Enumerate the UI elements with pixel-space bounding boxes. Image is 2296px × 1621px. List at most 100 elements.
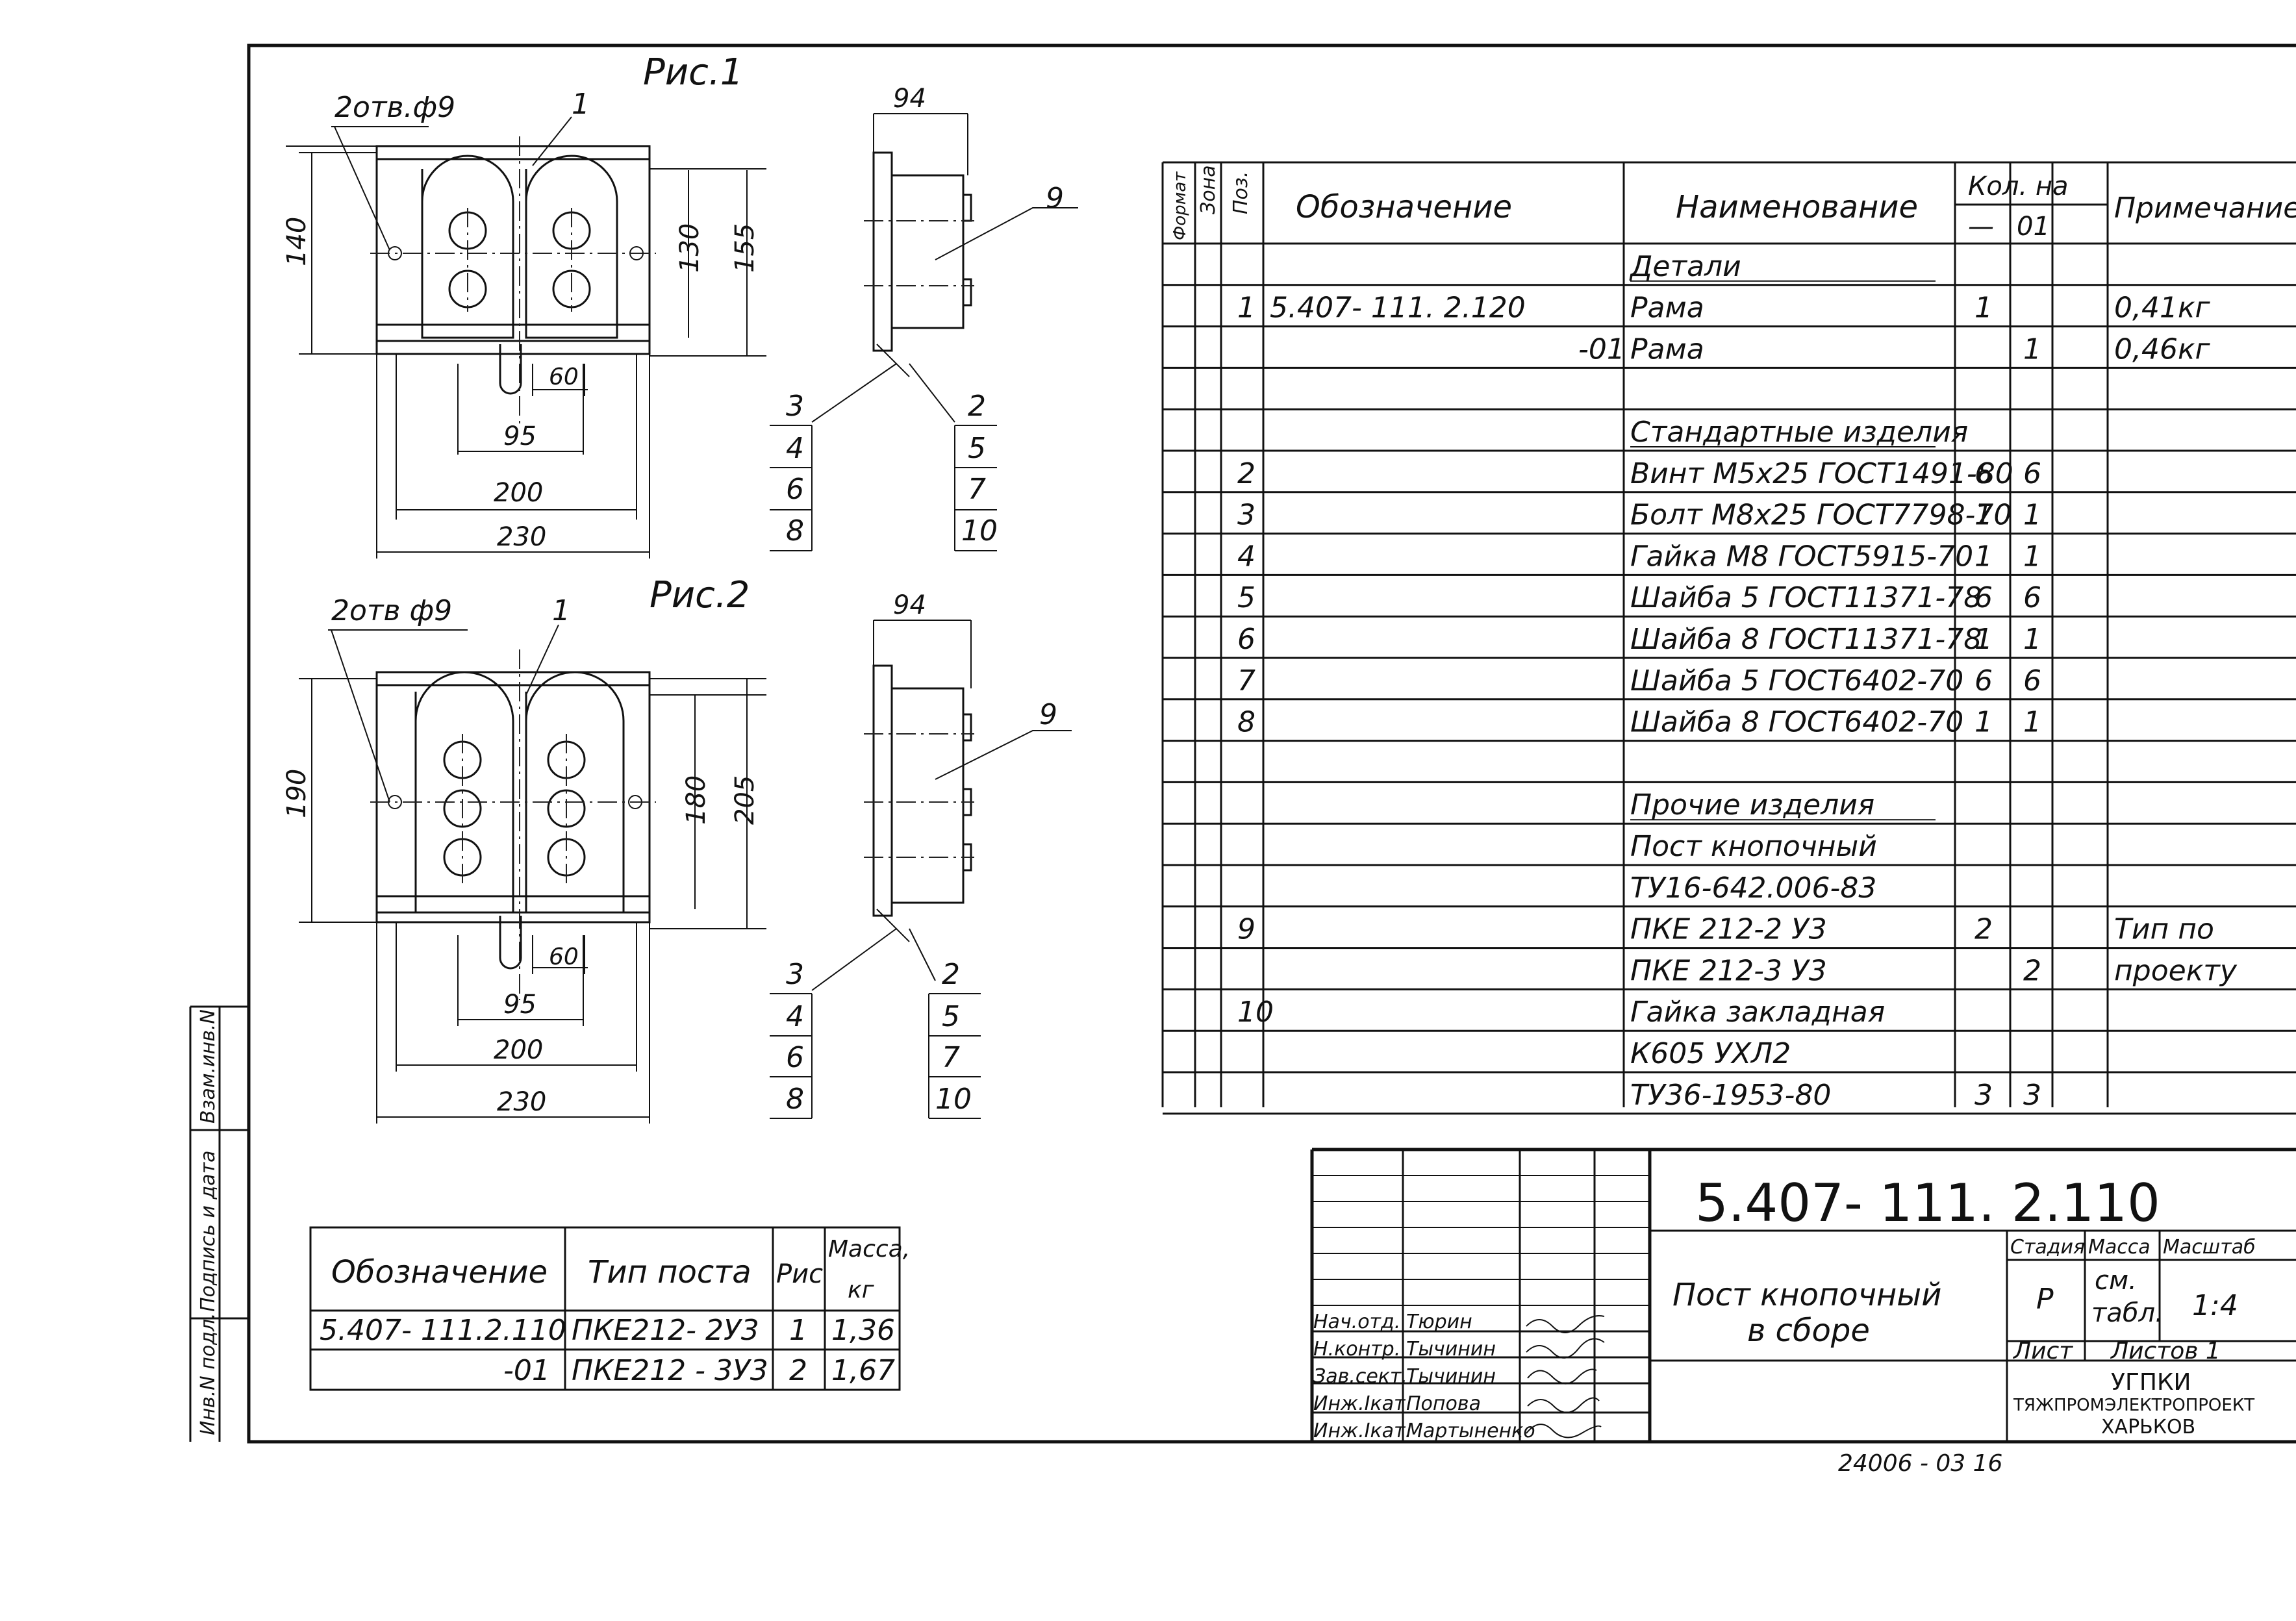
spec-row-qty-b: 6 bbox=[2023, 664, 2041, 697]
fig2-dim-94: 94 bbox=[893, 590, 926, 620]
spec-row-qty-a: 1 bbox=[1974, 623, 1993, 656]
stamp-signature-date: Подпись и дата bbox=[197, 1151, 220, 1313]
mass-h-fig: Рис bbox=[776, 1259, 823, 1289]
fig1-dim-94: 94 bbox=[893, 84, 926, 114]
fig1-dim-60: 60 bbox=[549, 364, 579, 390]
signatures bbox=[1526, 1315, 1605, 1439]
spec-h-format: Формат bbox=[1170, 171, 1190, 240]
specification-table: Формат Зона Поз. Обозначение Наименовани… bbox=[1161, 161, 2296, 1115]
fig1-pos-3: 3 bbox=[786, 390, 804, 423]
mass-r2-type: ПКЕ212 - 3У3 bbox=[572, 1354, 768, 1387]
mass-header: Масса bbox=[2088, 1236, 2151, 1259]
person-role: Н.контр. bbox=[1313, 1338, 1400, 1361]
fig2-pos-10: 10 bbox=[935, 1083, 972, 1116]
spec-row-qty-a: 1 bbox=[1974, 706, 1993, 739]
fig2-pos-7: 7 bbox=[942, 1041, 960, 1074]
spec-row-qty-a: 6 bbox=[1974, 581, 1993, 614]
spec-row-name: Рама bbox=[1630, 292, 1704, 325]
side-stamp: Инв.N подл. Подпись и дата Взам.инв.N bbox=[189, 1005, 249, 1442]
spec-row-qty-a: 3 bbox=[1974, 1079, 1993, 1112]
spec-row-name: Стандартные изделия bbox=[1630, 416, 1968, 449]
sheet-label: Лист bbox=[2012, 1338, 2073, 1364]
spec-row-pos: 10 bbox=[1237, 996, 1274, 1029]
fig2-dim-95: 95 bbox=[503, 990, 536, 1020]
spec-row-qty-b: 1 bbox=[2023, 499, 2041, 532]
mass-h-mass: Масса, bbox=[828, 1236, 910, 1263]
fig2-side-view: 94 9 3 4 6 8 2 5 7 10 bbox=[770, 590, 1072, 1119]
scale-header: Масштаб bbox=[2163, 1236, 2256, 1259]
spec-row-pos: 7 bbox=[1237, 664, 1255, 697]
spec-row-pos: 4 bbox=[1237, 540, 1255, 573]
mass-r1-fig: 1 bbox=[789, 1314, 807, 1347]
fig2-pos-1: 1 bbox=[552, 594, 570, 627]
spec-row-qty-b: 3 bbox=[2023, 1079, 2041, 1112]
org-line1: УГПКИ bbox=[2111, 1369, 2191, 1396]
spec-row-name: Шайба 8 ГОСТ6402-70 bbox=[1630, 706, 1963, 739]
spec-row-name: Гайка М8 ГОСТ5915-70 bbox=[1630, 540, 1973, 573]
mass-h-type: Тип поста bbox=[588, 1254, 751, 1290]
spec-row-pos: 1 bbox=[1237, 292, 1255, 325]
fig1-dim-95: 95 bbox=[503, 421, 536, 451]
spec-row-designation: -01 bbox=[1578, 333, 1625, 366]
spec-row-name: Шайба 5 ГОСТ11371-78 bbox=[1630, 581, 1982, 614]
person-name: Мартыненко bbox=[1406, 1420, 1535, 1442]
mass-r2-des: -01 bbox=[503, 1354, 550, 1387]
mass-r1-type: ПКЕ212- 2У3 bbox=[572, 1314, 759, 1347]
fig2-front-view: Рис.2 2отв ф9 1 190 180 205 60 95 200 23… bbox=[282, 574, 766, 1124]
mass-r2-fig: 2 bbox=[789, 1354, 807, 1387]
spec-row-pos: 5 bbox=[1237, 581, 1255, 614]
fig2-dim-230: 230 bbox=[497, 1087, 546, 1117]
spec-h-note: Примечание bbox=[2114, 192, 2296, 225]
fig1-pos-7: 7 bbox=[968, 473, 986, 506]
spec-row-qty-b: 6 bbox=[2023, 581, 2041, 614]
spec-row-name: Болт М8х25 ГОСТ7798-70 bbox=[1630, 499, 2012, 532]
spec-row-pos: 3 bbox=[1237, 499, 1255, 532]
fig1-dim-130: 130 bbox=[675, 223, 705, 273]
org-line3: ХАРЬКОВ bbox=[2101, 1416, 2195, 1439]
title-block: 5.407- 111. 2.110 Пост кнопочный в сборе… bbox=[1310, 1148, 2296, 1442]
fig2-pos-3: 3 bbox=[786, 958, 804, 991]
spec-row-designation: 5.407- 111. 2.120 bbox=[1270, 292, 1526, 325]
spec-row-name: К605 УХЛ2 bbox=[1630, 1037, 1791, 1070]
spec-row-pos: 6 bbox=[1237, 623, 1255, 656]
fig1-pos-1: 1 bbox=[572, 88, 590, 121]
spec-row-qty-a: 1 bbox=[1974, 540, 1993, 573]
fig1-pos-8: 8 bbox=[786, 514, 804, 547]
mass-r1-des: 5.407- 111.2.110 bbox=[320, 1314, 566, 1347]
fig1-pos-2: 2 bbox=[968, 390, 986, 423]
person-name: Тычинин bbox=[1406, 1365, 1496, 1388]
fig2-dim-190: 190 bbox=[282, 769, 312, 818]
spec-row-name: Гайка закладная bbox=[1630, 996, 1885, 1029]
fig2-dim-180: 180 bbox=[681, 775, 711, 825]
title-line1: Пост кнопочный bbox=[1672, 1277, 1941, 1313]
person-name: Тычинин bbox=[1406, 1338, 1496, 1361]
spec-row-name: Детали bbox=[1629, 250, 1741, 283]
spec-h-qty-b: 01 bbox=[2017, 212, 2050, 242]
fig1-dim-155: 155 bbox=[730, 223, 760, 273]
fig1-pos-10: 10 bbox=[961, 514, 998, 547]
spec-row-name: Винт М5х25 ГОСТ1491-80 bbox=[1630, 457, 2013, 490]
spec-row-qty-b: 1 bbox=[2023, 623, 2041, 656]
fig1-front-view: Рис.1 2отв.ф9 1 140 130 155 60 95 200 23… bbox=[282, 51, 766, 559]
fig1-holes-note: 2отв.ф9 bbox=[334, 91, 455, 124]
spec-row-qty-b: 1 bbox=[2023, 333, 2041, 366]
mass-table: Обозначение Тип поста Рис Масса, кг 5.40… bbox=[309, 1226, 910, 1391]
sheets-label: Листов 1 bbox=[2110, 1338, 2221, 1364]
bottom-code: 24006 - 03 16 bbox=[1838, 1450, 2002, 1477]
spec-row-name: Прочие изделия bbox=[1630, 788, 1874, 822]
title-line2: в сборе bbox=[1747, 1313, 1870, 1349]
mass-value-1: см. bbox=[2095, 1266, 2137, 1296]
spec-h-name: Наименование bbox=[1676, 189, 1918, 225]
spec-row-name: Шайба 8 ГОСТ11371-78 bbox=[1630, 623, 1982, 656]
spec-row-name: ТУ36-1953-80 bbox=[1630, 1079, 1831, 1112]
spec-row-name: ТУ16-642.006-83 bbox=[1630, 872, 1876, 905]
fig1-pos-9: 9 bbox=[1046, 182, 1064, 215]
fig1-dim-230: 230 bbox=[497, 522, 546, 552]
spec-h-qty-a: — bbox=[1968, 212, 1994, 242]
spec-h-qty: Кол. на bbox=[1968, 171, 2069, 201]
fig1-caption: Рис.1 bbox=[643, 51, 743, 94]
spec-row-qty-b: 1 bbox=[2023, 540, 2041, 573]
spec-row-pos: 8 bbox=[1237, 706, 1255, 739]
spec-row-qty-a: 2 bbox=[1974, 913, 1993, 946]
mass-value-2: табл. bbox=[2091, 1298, 2164, 1328]
